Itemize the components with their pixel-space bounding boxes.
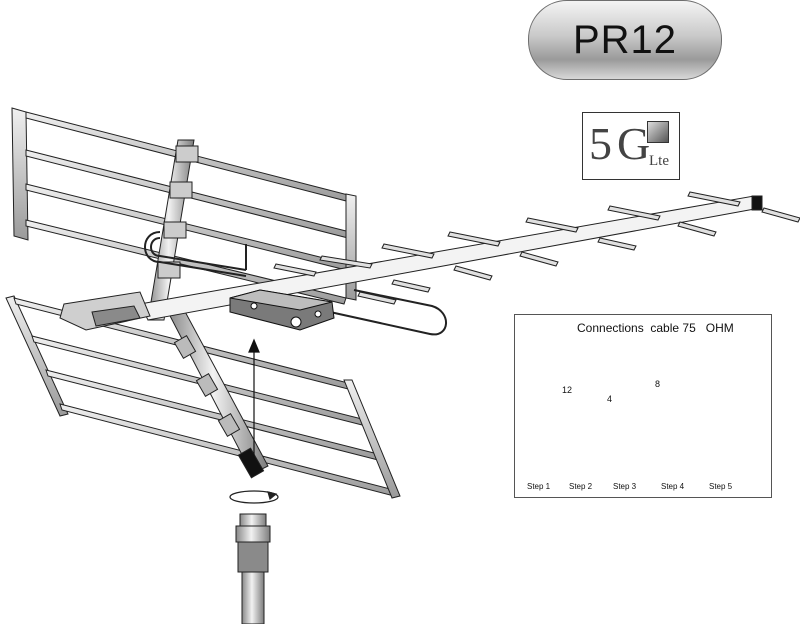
support-mast	[147, 139, 199, 321]
model-badge: PR12	[528, 0, 722, 80]
cable-route-arrow	[248, 338, 260, 458]
f-connector	[235, 513, 271, 624]
dimension-12: 12	[562, 385, 573, 395]
network-badge: 5 G Lte	[582, 112, 680, 180]
step-label-3: Step 3	[613, 482, 637, 491]
connections-panel: Connections cable 75 OHM 12 4 8 Step 1 S…	[514, 314, 772, 498]
badge-number: 5	[589, 118, 612, 169]
signal-icon	[647, 121, 669, 143]
model-name: PR12	[572, 17, 678, 62]
step-label-4: Step 4	[661, 482, 685, 491]
badge-suffix: Lte	[649, 153, 669, 169]
mount-clamp	[59, 291, 151, 331]
lower-arm	[167, 305, 269, 479]
director-elements	[273, 191, 800, 305]
dimension-4: 4	[607, 394, 613, 404]
step-label-1: Step 1	[527, 482, 551, 491]
badge-letter: G	[617, 118, 651, 169]
connections-title: Connections cable 75 OHM	[577, 321, 734, 335]
connector-twist-icon	[229, 490, 279, 504]
step-label-5: Step 5	[709, 482, 733, 491]
lower-reflector	[5, 295, 401, 499]
dimension-8: 8	[655, 379, 661, 389]
folded-dipole	[144, 231, 447, 336]
step-label-2: Step 2	[569, 482, 593, 491]
terminal-box	[229, 289, 335, 331]
